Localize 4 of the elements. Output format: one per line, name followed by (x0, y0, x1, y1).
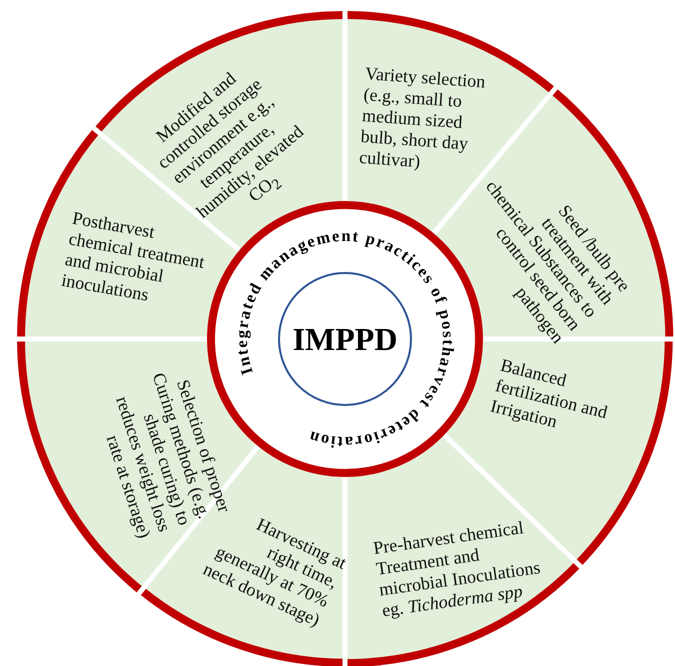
segment-text: Selection of proper Curing methods (e.g. shade curing) to reduces weight loss rate at storage) (102, 368, 235, 540)
center-label: IMPPD (292, 320, 398, 358)
segment-text: Pre-harvest chemical Treatment and microbial Inoculations eg. Tichoderma spp (372, 516, 542, 622)
segment-text: Variety selection (e.g., small to medium sized bulb, short day cultivar) (358, 62, 487, 173)
